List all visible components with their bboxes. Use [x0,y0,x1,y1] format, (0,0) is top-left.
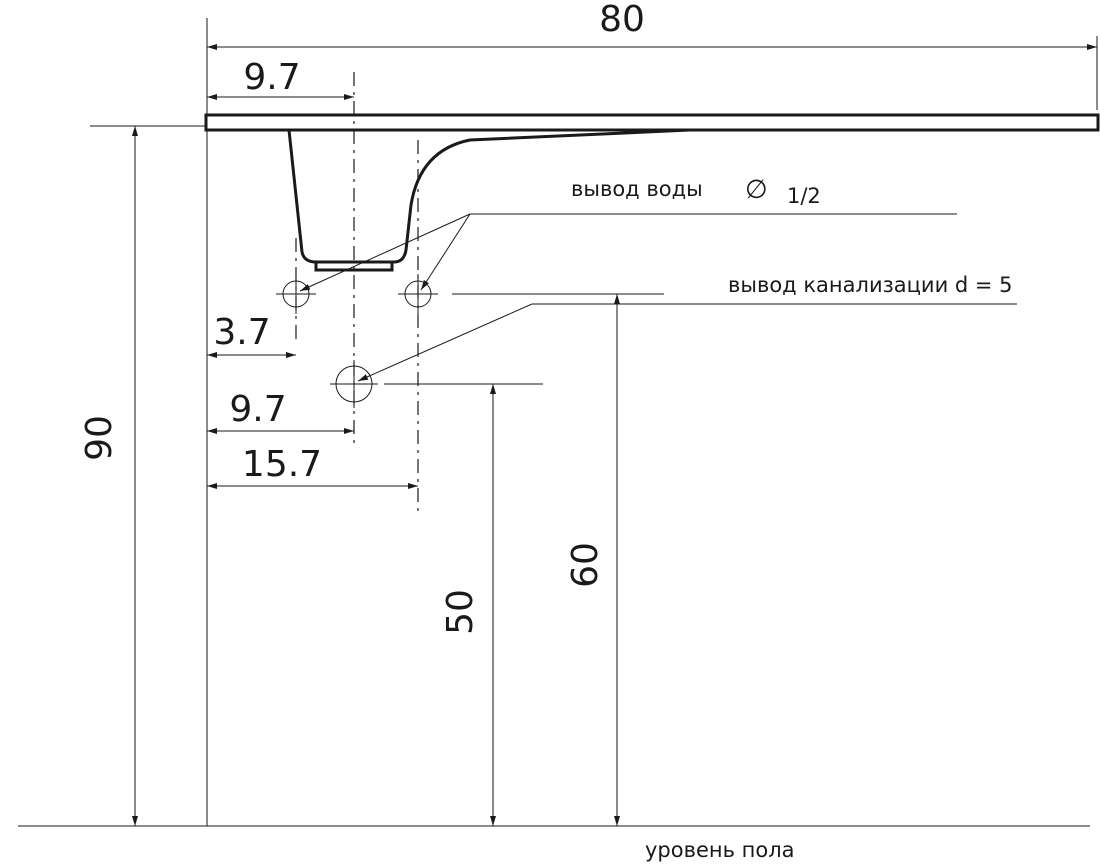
water-outlet-label: вывод воды [571,177,703,201]
countertop [204,113,1100,132]
water-outlet-right [398,274,438,314]
dimension-3-7: 3.7 [213,312,270,353]
water-leader-left [299,213,471,292]
dimension-9-7-top: 9.7 [243,57,300,98]
water-diameter-value: 1/2 [787,184,821,208]
sewer-outlet [330,360,378,408]
dimension-90: 90 [79,415,120,461]
dimension-9-7-bottom: 9.7 [229,389,286,430]
sewer-outlet-label: вывод канализации d = 5 [728,273,1013,297]
water-outlet-left [276,274,316,314]
floor-level-label: уровень пола [645,838,795,862]
water-diameter-icon: ∅ [745,175,768,205]
basin-bowl [287,128,691,264]
sewer-leader [357,303,533,382]
dimension-50: 50 [440,589,481,635]
dimension-80: 80 [599,0,645,40]
basin-drain-flange [314,260,394,272]
dimension-15-7: 15.7 [242,444,322,485]
dimension-60: 60 [565,542,606,588]
water-leader-right [420,213,471,291]
